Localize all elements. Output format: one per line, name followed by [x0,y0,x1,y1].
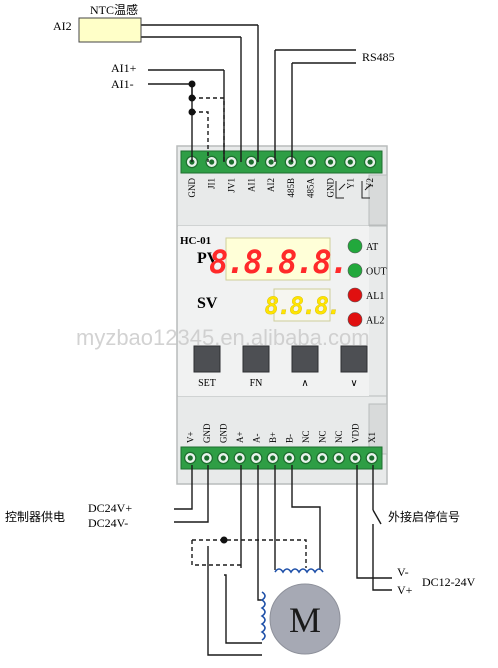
top-terminal-labels: GND JI1 JV1 AI1 AI2 485B 485A GND Y1 Y2 [187,178,375,199]
front-button-label: FN [250,378,263,389]
top-wiring [140,24,356,162]
terminal-screw-center [268,159,274,165]
rs485-label: RS485 [362,50,395,64]
terminal-screw-center [237,455,243,461]
switch-symbol [372,509,382,525]
sv-value: 8.8.8. [265,292,340,320]
terminal-screw-center [286,455,292,461]
indicator-label: AT [366,242,378,253]
terminal-screw-center [319,455,325,461]
terminal-screw-center [352,455,358,461]
terminal-screw-center [220,455,226,461]
terminal-label: A+ [235,431,245,443]
terminal-label: Y2 [365,178,375,189]
terminal-screw-center [209,159,215,165]
terminal-label: Y1 [345,178,355,189]
ai1-plus-label: AI1+ [111,61,137,75]
front-button[interactable] [291,345,319,373]
pv-label: PV [197,250,219,267]
terminal-screw-center [347,159,353,165]
terminal-screw-center [248,159,254,165]
motor: M [269,583,341,655]
terminal-label: AI2 [266,178,276,192]
terminal-screw-center [288,159,294,165]
pv-value: 8.8.8.8. [209,243,347,281]
indicator-label: AL1 [366,291,384,302]
top-terminal-block [180,150,383,174]
v-plus-label: V+ [397,583,413,597]
terminal-label: AI1 [246,178,256,192]
sv-label: SV [197,295,218,312]
ai1-minus-label: AI1- [111,77,134,91]
motor-coil-vertical [260,591,266,641]
terminal-screw-center [253,455,259,461]
terminal-screw-center [369,455,375,461]
terminal-screw-center [204,455,210,461]
dc24v-plus-label: DC24V+ [88,501,132,515]
ai2-label: AI2 [53,19,72,33]
jumper-dashed [192,97,225,162]
terminal-label: VDD [350,423,360,443]
front-button-label: ∧ [301,378,308,389]
terminal-label: X1 [367,432,377,443]
indicator-label: AL2 [366,316,384,327]
bottom-dashed [191,539,307,568]
indicator-led [347,287,363,303]
front-button[interactable] [340,345,368,373]
terminal-label: JI1 [207,178,217,189]
front-button[interactable] [193,345,221,373]
terminal-label: GND [202,423,212,443]
ntc-sensor-label: NTC温感 [90,2,138,17]
dc24v-minus-label: DC24V- [88,516,128,530]
terminal-label: B- [284,434,294,443]
indicator-led [347,312,363,327]
ntc-sensor-box [78,17,142,43]
indicator-label: OUT [366,267,387,278]
terminal-screw-center [336,455,342,461]
terminal-label: GND [326,178,336,198]
front-button-label: ∨ [350,378,357,389]
terminal-screw-center [308,159,314,165]
terminal-label: 485A [306,178,316,199]
terminal-label: NC [317,430,327,443]
motor-label: M [289,600,321,640]
front-button-label: SET [198,378,216,389]
relay-symbols [335,181,372,199]
front-buttons: SET FN ∧ ∨ [193,345,368,389]
terminal-label: GND [218,423,228,443]
motor-coil-horizontal [274,568,324,574]
terminal-screw-center [327,159,334,165]
indicator-led [347,263,363,278]
bottom-terminal-labels: V+ GND GND A+ A- B+ B- NC NC NC VDD X1 [185,423,377,443]
terminal-screw-center [270,455,276,461]
terminal-label: 485B [286,178,296,198]
terminal-label: B+ [268,432,278,443]
terminal-label: NC [334,430,344,443]
dc12-24v-label: DC12-24V [422,575,476,589]
terminal-label: GND [187,178,197,198]
bottom-terminal-block [180,446,383,470]
watermark: myzbao12345.en.alibaba.com [76,325,370,350]
external-signal-label: 外接启停信号 [388,509,460,524]
terminal-screw-center [187,455,193,461]
model-label: HC-01 [180,235,211,247]
sv-display: 8.8.8. [264,288,342,322]
junction-dots [188,80,196,116]
power-title-label: 控制器供电 [5,510,65,524]
terminal-label: A- [251,434,261,444]
terminal-label: JV1 [227,178,237,193]
terminal-screw-center [303,455,309,461]
pv-display: 8.8.8.8. [209,237,349,281]
terminal-label: NC [301,430,311,443]
terminal-screw-center [367,159,373,165]
bottom-junctions [220,536,228,544]
front-button[interactable] [242,345,270,373]
terminal-screw-center [228,159,235,165]
indicator-led [347,238,363,254]
terminal-label: V+ [185,431,195,443]
v-minus-label: V- [397,565,409,579]
